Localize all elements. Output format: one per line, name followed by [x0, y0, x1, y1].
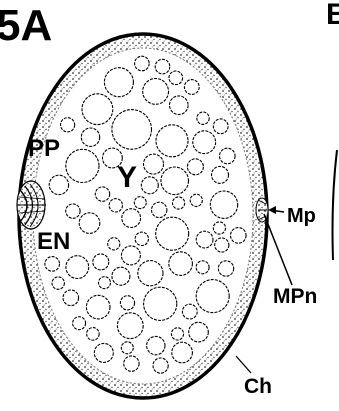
yolk-globule: [117, 313, 143, 339]
yolk-globule: [155, 59, 170, 74]
yolk-globule: [94, 343, 113, 362]
yolk-globule: [152, 202, 167, 217]
yolk-globule: [112, 110, 152, 150]
yolk-globule: [197, 112, 209, 124]
yolk-globule: [182, 304, 197, 319]
yolk-globule: [141, 177, 158, 194]
yolk-globule: [184, 80, 199, 95]
next-panel-edge: [333, 150, 338, 260]
yolk-globule: [135, 232, 148, 245]
yolk-globule: [196, 231, 213, 248]
yolk-globule: [212, 166, 229, 183]
label-en: EN: [37, 228, 70, 255]
yolk-globule: [147, 336, 165, 354]
yolk-globule: [135, 56, 150, 71]
yolk-globule: [189, 322, 209, 342]
yolk-globule: [86, 295, 110, 319]
yolk-globule: [210, 191, 237, 218]
yolk-globule: [143, 79, 169, 105]
yolk-globule: [196, 261, 209, 274]
mp-arrowhead: [268, 206, 276, 214]
yolk-globule: [63, 290, 79, 306]
yolk-globule: [213, 119, 228, 134]
yolk-globule: [171, 328, 183, 340]
yolk-globule: [153, 358, 168, 373]
label-pp: PP: [28, 135, 60, 162]
yolk-globule: [49, 175, 68, 194]
yolk-globule: [170, 96, 189, 115]
yolk-globule: [231, 228, 247, 244]
yolk-globule: [187, 159, 203, 175]
yolk-globule: [134, 197, 146, 209]
yolk-globule: [169, 252, 193, 276]
yolk-globule: [161, 167, 189, 195]
yolk-globule: [79, 213, 100, 234]
yolk-globule: [122, 209, 141, 228]
yolk-globule: [104, 68, 133, 97]
yolk-globule: [109, 199, 122, 212]
yolk-globule: [156, 217, 189, 250]
yolk-globule: [87, 328, 100, 341]
yolk-globule: [124, 356, 139, 371]
yolk-globule: [73, 317, 86, 330]
yolk-globule: [120, 296, 134, 310]
yolk-globule: [144, 154, 164, 174]
label-y: Y: [117, 161, 137, 194]
yolk-globule: [156, 125, 188, 157]
yolk-globule: [66, 204, 80, 218]
yolk-globule: [66, 149, 99, 182]
ch-leader: [236, 356, 251, 373]
yolk-globule: [52, 277, 64, 289]
next-panel-label-fragment: B: [326, 0, 339, 31]
yolk-globule: [61, 118, 75, 132]
yolk-globule: [218, 261, 233, 276]
label-mp: Mp: [287, 205, 316, 227]
yolk-globule: [193, 131, 216, 154]
label-ch: Ch: [244, 375, 272, 398]
yolk-globule: [196, 280, 229, 313]
yolk-globule: [66, 256, 89, 279]
yolk-globule: [108, 238, 120, 250]
yolk-globule: [173, 197, 185, 209]
yolk-globule: [144, 287, 177, 320]
yolk-globule: [172, 342, 193, 363]
yolk-globule: [213, 222, 225, 234]
yolk-globule: [215, 238, 229, 252]
yolk-globule: [190, 194, 202, 206]
yolk-globule: [121, 342, 133, 354]
yolk-globule: [93, 254, 109, 270]
yolk-globule: [99, 277, 111, 289]
yolk-globule: [81, 128, 99, 146]
panel-label: 5A: [0, 1, 52, 50]
yolk-globule: [121, 246, 140, 265]
yolk-globule: [220, 148, 236, 164]
yolk-globule: [95, 187, 109, 201]
posterior-pole-structure: [17, 181, 46, 229]
yolk-globule: [45, 257, 60, 272]
yolk-globule: [138, 261, 163, 286]
label-mpn: MPn: [273, 285, 317, 308]
yolk-globule: [82, 94, 113, 125]
yolk-globule: [112, 267, 130, 285]
yolk-globule: [169, 71, 183, 85]
